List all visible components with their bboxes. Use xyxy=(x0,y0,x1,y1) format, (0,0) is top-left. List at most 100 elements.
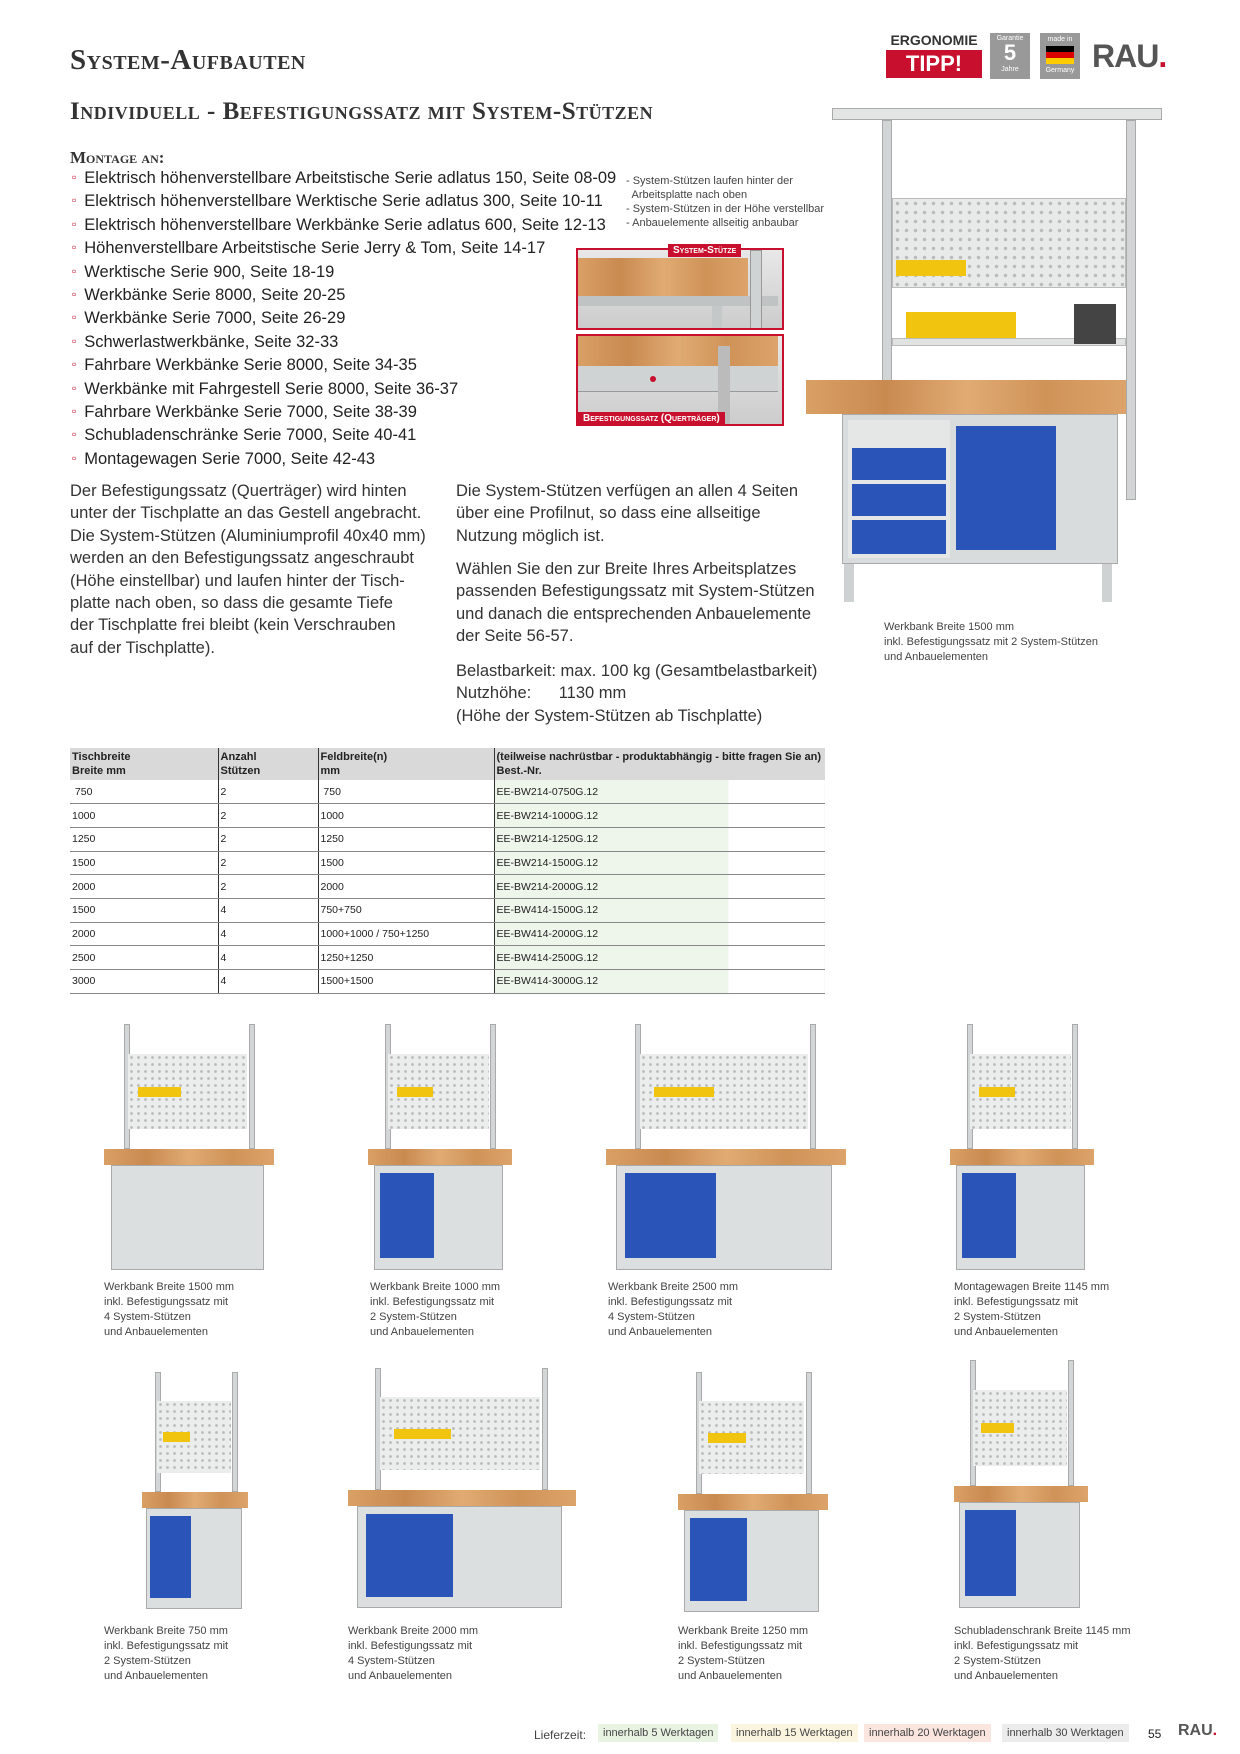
product-image xyxy=(606,1024,846,1274)
text-befestigungssatz: Der Befestigungssatz (Querträger) wird h… xyxy=(70,480,430,659)
table-cell: 1250 xyxy=(318,827,495,852)
table-cell: 4 xyxy=(218,922,319,947)
garantie-label: Garantie xyxy=(996,35,1024,42)
paragraph-line: Belastbarkeit: max. 100 kg (Gesamtbelast… xyxy=(456,662,818,680)
paragraph-line: platte nach oben, so dass die gesamte Ti… xyxy=(70,594,393,613)
caption-line: inkl. Befestigungssatz mit xyxy=(954,1640,1079,1652)
paragraph-line: (Höhe einstellbar) und laufen hinter der… xyxy=(70,571,405,590)
product-caption: Werkbank Breite 2000 mm inkl. Befestigung… xyxy=(348,1624,478,1684)
caption-line: 2 System-Stützen xyxy=(370,1311,457,1323)
montage-list-item: Werkbänke Serie 7000, Seite 26-29 xyxy=(72,307,616,330)
text-profilnut: Die System-Stützen verfügen an allen 4 S… xyxy=(456,480,836,547)
table-cell: 1500 xyxy=(70,851,219,876)
footer-rau-logo: RAU. xyxy=(1178,1722,1218,1739)
caption-line: Schubladenschrank Breite 1145 mm xyxy=(954,1625,1131,1637)
table-cell: 4 xyxy=(218,898,319,923)
paragraph-line: werden an den Befestigungssatz angeschra… xyxy=(70,549,414,568)
product-image xyxy=(678,1372,828,1616)
lieferzeit-chip: innerhalb 15 Werktagen xyxy=(731,1724,858,1742)
caption-line: inkl. Befestigungssatz mit xyxy=(954,1296,1079,1308)
table-cell: 1250+1250 xyxy=(318,945,495,970)
germany-label: Germany xyxy=(1045,67,1075,74)
caption-line: inkl. Befestigungssatz mit xyxy=(678,1640,803,1652)
caption-line: inkl. Befestigungssatz mit 2 System-Stüt… xyxy=(884,636,1098,648)
text-belastbarkeit: Belastbarkeit: max. 100 kg (Gesamtbelast… xyxy=(456,660,836,727)
caption-line: Werkbank Breite 2000 mm xyxy=(348,1625,479,1637)
montage-list-item: Montagewagen Serie 7000, Seite 42-43 xyxy=(72,448,616,471)
table-cell: 3000 xyxy=(70,969,219,994)
table-cell: 1000+1000 / 750+1250 xyxy=(318,922,495,947)
product-image xyxy=(348,1368,576,1612)
caption-line: und Anbauelementen xyxy=(954,1326,1058,1338)
table-cell: 4 xyxy=(218,945,319,970)
note-line: - Anbauelemente allseitig anbaubar xyxy=(626,217,799,229)
table-cell: 2 xyxy=(218,874,319,899)
table-cell: 2000 xyxy=(70,922,219,947)
table-cell: 2 xyxy=(218,780,319,805)
table-cell: 750 xyxy=(318,780,495,805)
detail-system-stuetze-image xyxy=(576,248,784,330)
paragraph-line: der Tischplatte frei bleibt (kein Versch… xyxy=(70,616,396,635)
product-image xyxy=(954,1360,1088,1612)
table-cell: 4 xyxy=(218,969,319,994)
montage-list-item: Höhenverstellbare Arbeitstische Serie Je… xyxy=(72,237,616,260)
caption-line: 2 System-Stützen xyxy=(104,1655,191,1667)
caption-line: Werkbank Breite 1000 mm xyxy=(370,1281,501,1293)
tag-system-stuetze: System-Stütze xyxy=(668,244,742,257)
paragraph-line: über eine Profilnut, so dass eine allsei… xyxy=(456,504,761,523)
garantie-unit: Jahre xyxy=(1001,66,1019,73)
montage-list-item: Elektrisch höhenverstellbare Arbeitstisc… xyxy=(72,167,616,190)
caption-line: und Anbauelementen xyxy=(348,1670,452,1682)
montage-list-item: Werkbänke mit Fahrgestell Serie 8000, Se… xyxy=(72,378,616,401)
german-flag-icon xyxy=(1046,46,1074,64)
made-in-germany-badge: made in Germany xyxy=(1040,33,1080,79)
table-cell: EE-BW414-1500G.12 xyxy=(494,898,825,923)
caption-line: Montagewagen Breite 1145 mm xyxy=(954,1281,1110,1293)
page-title: System-Aufbauten xyxy=(70,44,306,76)
detail-befestigungssatz-image xyxy=(576,334,784,426)
table-cell: EE-BW214-2000G.12 xyxy=(494,874,825,899)
table-cell: 1250 xyxy=(70,827,219,852)
table-cell: 2000 xyxy=(70,874,219,899)
note-line: Arbeitsplatte nach oben xyxy=(626,189,748,201)
caption-line: Werkbank Breite 1250 mm xyxy=(678,1625,809,1637)
montage-list-item: Elektrisch höhenverstellbare Werkbänke S… xyxy=(72,214,616,237)
table-cell: 2500 xyxy=(70,945,219,970)
montage-list-item: Schubladenschränke Serie 7000, Seite 40-… xyxy=(72,424,616,447)
caption-line: 4 System-Stützen xyxy=(608,1311,695,1323)
caption-line: inkl. Befestigungssatz mit xyxy=(370,1296,495,1308)
note-line: - System-Stützen in der Höhe verstellbar xyxy=(626,203,825,215)
product-image xyxy=(104,1024,274,1274)
product-caption: Werkbank Breite 1250 mm inkl. Befestigung… xyxy=(678,1624,808,1684)
table-cell: 2 xyxy=(218,827,319,852)
caption-line: Werkbank Breite 2500 mm xyxy=(608,1281,739,1293)
page-subtitle: Individuell - Befestigungssatz mit Syste… xyxy=(70,98,654,125)
table-cell: 2000 xyxy=(318,874,495,899)
caption-line: 4 System-Stützen xyxy=(104,1311,191,1323)
product-image xyxy=(950,1024,1094,1274)
table-cell: 1000 xyxy=(70,803,219,828)
caption-line: inkl. Befestigungssatz mit xyxy=(348,1640,473,1652)
montage-list-item: Werktische Serie 900, Seite 18-19 xyxy=(72,261,616,284)
caption-line: Werkbank Breite 1500 mm xyxy=(884,621,1015,633)
paragraph-line: Wählen Sie den zur Breite Ihres Arbeitsp… xyxy=(456,560,797,578)
product-caption: Schubladenschrank Breite 1145 mm inkl. Be… xyxy=(954,1624,1131,1684)
feature-notes: - System-Stützen laufen hinter der Arbei… xyxy=(626,174,824,230)
made-in-label: made in xyxy=(1047,36,1073,43)
paragraph-line: passenden Befestigungssatz mit System-St… xyxy=(456,582,815,601)
caption-line: und Anbauelementen xyxy=(884,651,988,663)
paragraph-line: unter der Tischplatte an das Gestell ang… xyxy=(70,504,422,523)
caption-line: inkl. Befestigungssatz mit xyxy=(104,1296,229,1308)
tipp-badge: TIPP! xyxy=(886,50,982,78)
table-cell: 2 xyxy=(218,803,319,828)
